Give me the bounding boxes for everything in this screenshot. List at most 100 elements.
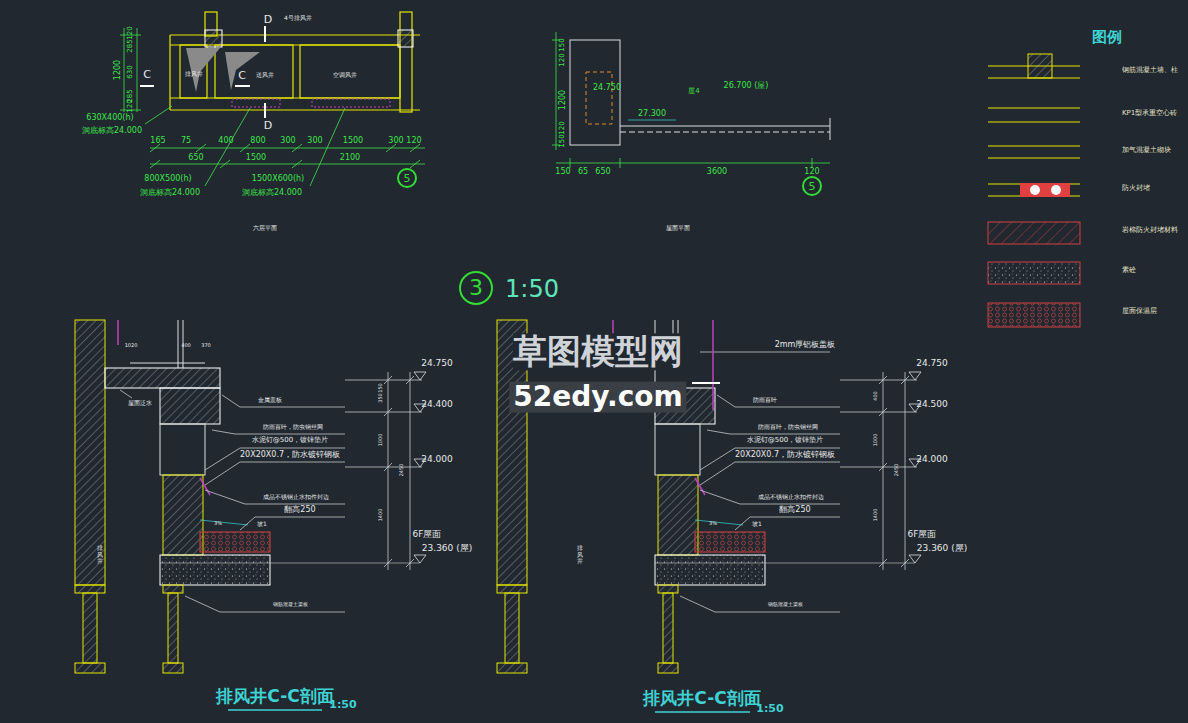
dimension-text: 1020	[125, 343, 138, 349]
callout-number: 5	[404, 173, 411, 184]
note-text: 3%	[214, 521, 222, 527]
legend-text: 屋面保温层	[1122, 308, 1157, 316]
dimension-text: 1000	[378, 434, 384, 447]
dimension-text: 350	[378, 393, 384, 403]
dimension-text: 1000	[873, 434, 879, 447]
dimension-text: 285	[127, 39, 135, 52]
section-caption: 排风井C-C剖面	[216, 687, 333, 706]
legend-samples	[988, 54, 1080, 327]
elevation-text: 6F屋面	[908, 530, 937, 540]
room-name: 空调风井	[333, 72, 357, 79]
section-mark: D	[264, 14, 272, 26]
dimension-text: 300	[388, 137, 403, 146]
opening-note: 洞底标高24.000	[82, 127, 142, 136]
room-name: 排风井	[185, 71, 203, 78]
dimension-text: 630	[127, 65, 135, 78]
dimension-text: 120	[127, 99, 135, 112]
dimension-text: 120	[406, 137, 421, 146]
dimension-text: 150	[378, 383, 384, 393]
dimension-text: 65	[578, 168, 588, 177]
scale-text: 1:50	[505, 276, 559, 302]
elevation-text: 24.000	[916, 455, 948, 465]
dimension-text: 1500	[246, 154, 266, 163]
plan-name: 六层平面	[253, 225, 277, 232]
scale-text: 1:50	[329, 699, 356, 711]
watermark: 52edy.com	[509, 382, 686, 413]
dimension-text: 150	[555, 168, 570, 177]
dimension-text: 120	[559, 53, 567, 66]
plan-name: 屋面平面	[666, 225, 690, 232]
note-text: 坡1	[752, 521, 762, 528]
elevation-text: 23.360 (屋)	[422, 544, 472, 554]
elevation-text: 24.750	[593, 84, 621, 93]
note-text: 金属盖板	[258, 397, 282, 404]
legend-text: 防火封堵	[1122, 185, 1150, 193]
section-mark: C	[238, 70, 246, 82]
legend-text: 素砼	[1122, 267, 1136, 275]
callout-circle: 5	[397, 168, 417, 188]
note-text: 钢筋混凝土梁板	[768, 602, 803, 608]
section-caption: 排风井C-C剖面	[643, 689, 760, 708]
note-text: 钢筋混凝土梁板	[273, 602, 308, 608]
dimension-text: 300	[280, 137, 295, 146]
note-text: 防雨百叶，防虫钢丝网	[758, 424, 818, 431]
section-wall	[75, 320, 105, 673]
note-text: 屋面泛水	[128, 400, 152, 407]
dimension-text: 1500	[343, 137, 363, 146]
room-name: 送风井	[256, 72, 274, 79]
plan-left	[120, 12, 425, 186]
note-text: 水泥钉@500，镀锌垫片	[747, 437, 823, 445]
dimension-text: 300	[307, 137, 322, 146]
elevation-text: 24.500	[916, 400, 948, 410]
legend-text: 钢筋混凝土墙、柱	[1122, 67, 1178, 75]
note-text: 成品不锈钢止水扣件封边	[263, 494, 329, 501]
elevation-text: 24.750	[916, 359, 948, 369]
dimension-text: 2450	[894, 464, 900, 477]
dimension-text: 120	[127, 26, 135, 39]
dimension-text: 1200	[114, 60, 123, 80]
room-name: 排风井	[577, 545, 583, 565]
dimension-text: 1400	[378, 509, 384, 522]
opening-note: 800X500(h)	[144, 175, 191, 184]
elevation-text: 6F屋面	[413, 530, 442, 540]
legend-text: 加气混凝土砌块	[1122, 147, 1171, 155]
dimension-text: 75	[181, 137, 191, 146]
dimension-text: 400	[181, 343, 191, 349]
callout-circle: 5	[802, 176, 822, 196]
section-cap	[105, 320, 830, 410]
legend-text: KP1型承重空心砖	[1122, 110, 1177, 118]
dimension-text: 2450	[399, 464, 405, 477]
note-text: 3%	[709, 521, 717, 527]
dimension-text: 400	[873, 391, 879, 401]
room-name: 排风井	[97, 545, 103, 565]
elevation-text: 24.000	[421, 455, 453, 465]
opening-note: 洞底标高24.000	[140, 189, 200, 198]
callout-circle: 3	[459, 271, 493, 305]
dimension-text: 120	[559, 121, 567, 134]
dimension-text: 3600	[707, 168, 727, 177]
dimension-text: 1200	[559, 90, 568, 110]
dimension-text: 150	[559, 38, 567, 51]
dimension-text: 650	[188, 154, 203, 163]
opening-note: 洞底标高24.000	[242, 189, 302, 198]
note-text: 20X20X0.7，防水镀锌钢板	[735, 451, 835, 460]
dimension-text: 165	[150, 137, 165, 146]
legend-title: 图例	[1092, 29, 1122, 46]
dimension-text: 400	[218, 137, 233, 146]
section-mark: D	[264, 120, 272, 132]
note-text: 翻高250	[284, 506, 315, 515]
note-text: 防雨百叶，防虫钢丝网	[263, 424, 323, 431]
note-text: 成品不锈钢止水扣件封边	[758, 494, 824, 501]
dimension-text: 150	[559, 134, 567, 147]
dimension-text: 370	[201, 343, 211, 349]
opening-note: 1500X600(h)	[252, 175, 304, 184]
note-text: 20X20X0.7，防水镀锌钢板	[240, 451, 340, 460]
scale-text: 1:50	[756, 703, 783, 715]
room-name: 屋4	[688, 88, 699, 96]
opening-note: 630X400(h)	[86, 114, 133, 123]
note-text: 坡1	[257, 521, 267, 528]
elevation-text: 26.700 (屋)	[724, 82, 769, 91]
note-text: 翻高250	[779, 506, 810, 515]
section-mark: C	[143, 69, 151, 81]
room-name: 4号排风井	[284, 15, 312, 22]
